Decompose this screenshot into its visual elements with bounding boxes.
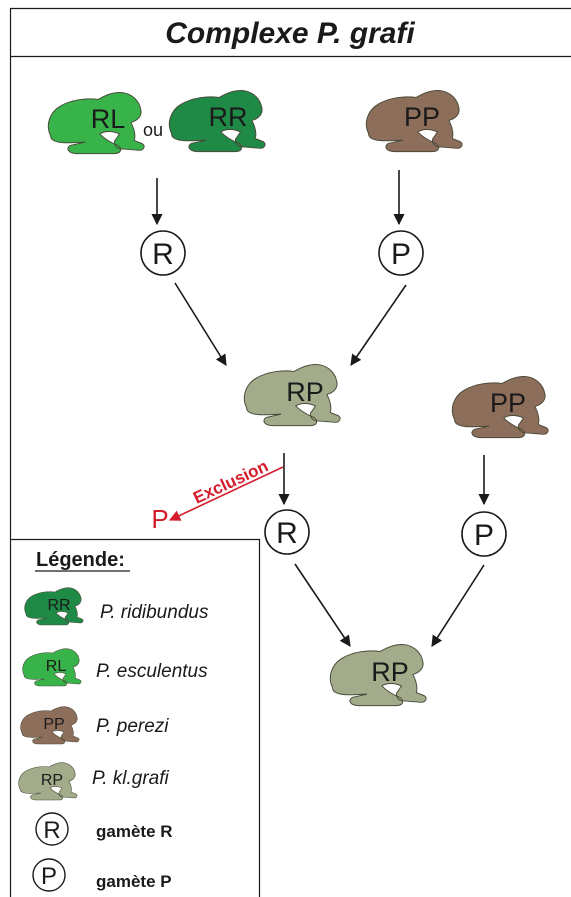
exclusion-label: Exclusion — [190, 456, 271, 507]
arrow-p-to-rp-bottom — [431, 564, 485, 647]
arrow-r-to-rp-bottom — [294, 563, 351, 647]
gamete-p-top: P — [391, 238, 411, 271]
legend: Légende: RR P. ridibundus RL P. esculent… — [10, 538, 261, 897]
arrow-p-to-rp-mid — [350, 284, 407, 366]
gamete-r-top: R — [152, 238, 174, 271]
gamete-circle-p-mid — [461, 511, 507, 557]
frog-label-rl-top: RL — [91, 104, 126, 134]
frog-label-pp-mid: PP — [490, 388, 526, 418]
legend-code-rl: RL — [46, 658, 67, 675]
legend-gamete-symbol-r: R — [43, 817, 60, 844]
legend-name-perezi: P. perezi — [96, 716, 169, 737]
arrow-r-to-rp-mid — [174, 282, 227, 366]
frog-label-rp-bottom: RP — [371, 657, 409, 687]
connector-ou: ou — [143, 120, 163, 140]
exclusion-gamete: P — [151, 504, 168, 534]
legend-gamete-circle-p — [32, 858, 66, 892]
legend-gamete-symbol-p: P — [41, 863, 57, 890]
legend-gamete-circle-r — [35, 812, 69, 846]
legend-gamete-label-p: gamète P — [96, 872, 172, 891]
gamete-circle-r-top — [140, 230, 186, 276]
legend-title: Légende: — [36, 549, 125, 571]
gamete-circle-r-mid — [264, 509, 310, 555]
frog-label-rr-top: RR — [209, 102, 248, 132]
frog-label-pp-top: PP — [404, 102, 440, 132]
gamete-r-mid: R — [276, 517, 298, 550]
legend-code-rp: RP — [41, 772, 63, 789]
legend-code-pp: PP — [43, 716, 64, 733]
diagram-title: Complexe P. grafi — [165, 17, 415, 50]
gamete-p-mid: P — [474, 519, 494, 552]
legend-name-ridibundus: P. ridibundus — [100, 602, 209, 623]
exclusion-arrow — [168, 466, 284, 521]
gamete-circle-p-top — [378, 230, 424, 276]
legend-gamete-label-r: gamète R — [96, 822, 173, 841]
legend-name-grafi: P. kl.grafi — [92, 768, 170, 789]
legend-name-esculentus: P. esculentus — [96, 661, 208, 682]
frog-label-rp-mid: RP — [286, 377, 324, 407]
legend-code-rr: RR — [47, 597, 70, 614]
